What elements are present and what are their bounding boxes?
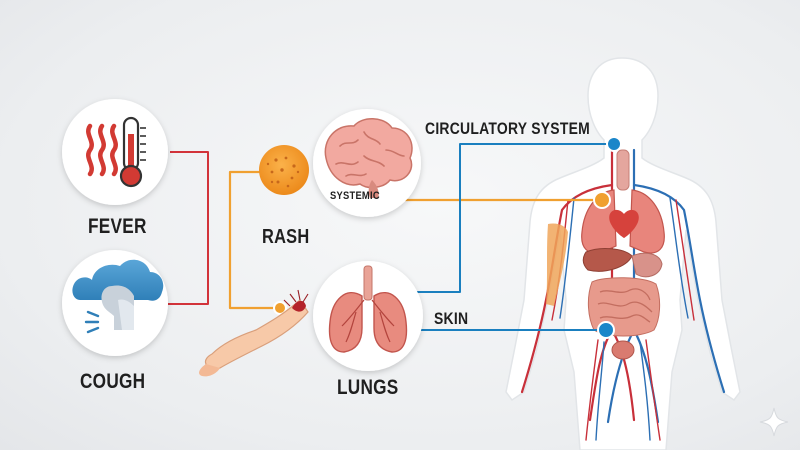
lungs-icon bbox=[313, 261, 423, 371]
rash-spot-icon bbox=[259, 145, 309, 195]
circulatory-system-label: CIRCULATORY SYSTEM bbox=[425, 119, 591, 138]
skin-node bbox=[597, 321, 615, 339]
cough-label: COUGH bbox=[80, 370, 146, 393]
human-body-icon bbox=[505, 57, 741, 450]
rash-lungs-node bbox=[273, 301, 287, 315]
lungs-label: LUNGS bbox=[337, 376, 399, 399]
skin-label: SKIN bbox=[434, 309, 469, 328]
rash-lungs-connector bbox=[228, 170, 280, 310]
brain-icon bbox=[313, 109, 421, 217]
cough-cloud-icon bbox=[62, 250, 168, 356]
fever-label: FEVER bbox=[88, 215, 147, 238]
lungs-body-node bbox=[593, 191, 611, 209]
rash-label: RASH bbox=[262, 226, 310, 248]
fever-cough-connector bbox=[168, 151, 209, 305]
circulatory-node bbox=[606, 136, 622, 152]
arm-icon bbox=[199, 289, 309, 377]
sparkle-icon bbox=[759, 407, 789, 437]
thermometer-heat-icon bbox=[62, 99, 168, 205]
circulatory-connector bbox=[408, 143, 614, 293]
systemic-label: SYSTEMIC bbox=[330, 190, 380, 202]
